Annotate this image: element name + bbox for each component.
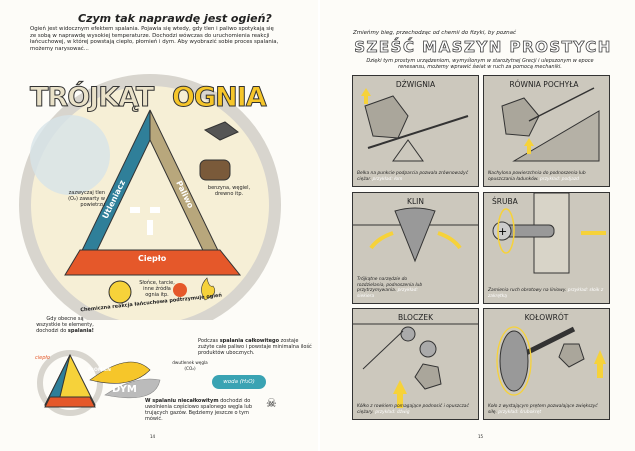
side-heat: Ciepło [138,254,167,263]
water-label: woda (H₂O) [212,375,266,389]
screw-illustration: + [492,193,606,274]
intro-text: Ogień jest widocznym efektem spalania. P… [30,26,279,52]
panel-title: BLOCZEK [398,313,433,322]
fire-triangle-illustration [19,74,281,320]
title-triangle: TRÓJKĄT [29,82,154,114]
complete-post: zostaje zużyte całe paliwo i powstaje mi… [198,338,312,356]
combustion-note-text: Gdy obecne są wszystkie te elementy, doc… [36,316,94,334]
desc-text: Trójkątne narzędzie do rozdzielania, pod… [357,277,423,293]
title-fire: OGNIA [172,82,268,114]
incomplete-bold: W spalaniu niecałkowitym [145,398,219,404]
complete-bold: spalania całkowitego [219,338,280,344]
panel-title: KLIN [407,197,424,206]
panel-desc: Trójkątne narzędzie do rozdzielania, pod… [357,277,427,299]
co2-label: dwutlenek węgla (CO₂) [172,360,208,371]
incomplete-combustion-note: W spalaniu niecałkowitym dochodzi do uwo… [145,398,257,422]
combustion-illustration [37,350,161,416]
skull-icon: ☠ [266,396,277,410]
page-number-right: 15 [478,434,484,439]
desc-text: Koło z wystającym prętem pozwalające zwi… [488,404,598,415]
right-page: Zmieńmy bieg, przechodząc od chemii do f… [320,0,635,451]
page-number-left: 14 [150,434,156,439]
panel-desc: Zamienia ruch obrotowy na liniowy. przyk… [488,288,606,299]
panel-pulley: BLOCZEK Kółko z rowkiem pomagające podno… [352,308,479,420]
combustion-note-bold: spalania! [67,328,94,334]
oxidizer-note: zazwyczaj tlen (O₂) zawarty w powietrzu [68,190,105,208]
lever-illustration [361,88,469,162]
wheel-axle-illustration [496,326,606,396]
example-text: przykład: siekiera [357,288,418,299]
panel-desc: Nachylona powierzchnia do podnoszenia lu… [488,171,606,182]
lead-text: Zmieńmy bieg, przechodząc od chemii do f… [353,30,516,36]
panel-screw: + ŚRUBA Zamienia ruch obrotowy na liniow… [483,192,610,304]
incomplete-post: dochodzi do uwolnienia częściowo spalone… [145,398,253,422]
panel-title: RÓWNIA POCHYŁA [509,80,579,89]
smoke-label: DYM [112,384,137,395]
panel-desc: Kółko z rowkiem pomagające podnosić i op… [357,404,475,415]
example-text: przykład: łom [372,176,403,182]
page-title: SZEŚĆ MASZYN PROSTYCH [354,38,612,57]
fuel-note: benzyna, węgiel, drewno itp. [207,185,251,197]
panel-wheel-axle: KOŁOWRÓT Koło z wystającym prętem pozwal… [483,308,610,420]
panel-title: DŹWIGNIA [395,80,436,89]
desc-text: Nachylona powierzchnia do podnoszenia lu… [488,171,586,182]
panel-title: KOŁOWRÓT [524,313,569,322]
pulley-illustration [353,323,478,408]
complete-combustion-note: Podczas spalania całkowitego zostaje zuż… [198,338,313,356]
inclined-plane-illustration [501,87,600,162]
panel-desc: Belka na punkcie podparcia pozwala zrówn… [357,171,475,182]
example-text: przykład: słoik z zakrętką [488,288,604,299]
page-heading: Czym tak naprawdę jest ogień? [78,12,272,25]
example-text: przykład: śrubokręt [498,409,542,415]
flame-label: PŁOMIEŃ [88,368,111,373]
heat-note: Słońce, tarcie, inne źródła ognia itp. [139,280,175,298]
example-text: przykład: podjazd [540,176,579,182]
panel-desc: Koło z wystającym prętem pozwalające zwi… [488,404,606,415]
intro-text: Dzięki tym prostym urządzeniom, wymyślon… [366,58,594,70]
combustion-note: Gdy obecne są wszystkie te elementy, doc… [35,316,95,334]
wedge-illustration [353,207,478,263]
desc-text: Zamienia ruch obrotowy na liniowy. [488,288,567,293]
svg-text:+: + [498,225,507,238]
left-page: Czym tak naprawdę jest ogień? Ogień jest… [19,12,313,439]
desc-text: Belka na punkcie podparcia pozwala zrówn… [357,171,469,182]
example-text: przykład: dźwig [375,409,410,415]
panel-inclined-plane: RÓWNIA POCHYŁA Nachylona powierzchnia do… [483,75,610,187]
panel-lever: DŹWIGNIA Belka na punkcie podparcia pozw… [352,75,479,187]
panel-wedge: KLIN Trójkątne narzędzie do rozdzielania… [352,192,479,304]
desc-text: Kółko z rowkiem pomagające podnosić i op… [357,404,469,415]
complete-pre: Podczas [198,338,220,344]
panel-title: ŚRUBA [492,197,518,206]
heat-small-label: ciepło [35,355,50,361]
